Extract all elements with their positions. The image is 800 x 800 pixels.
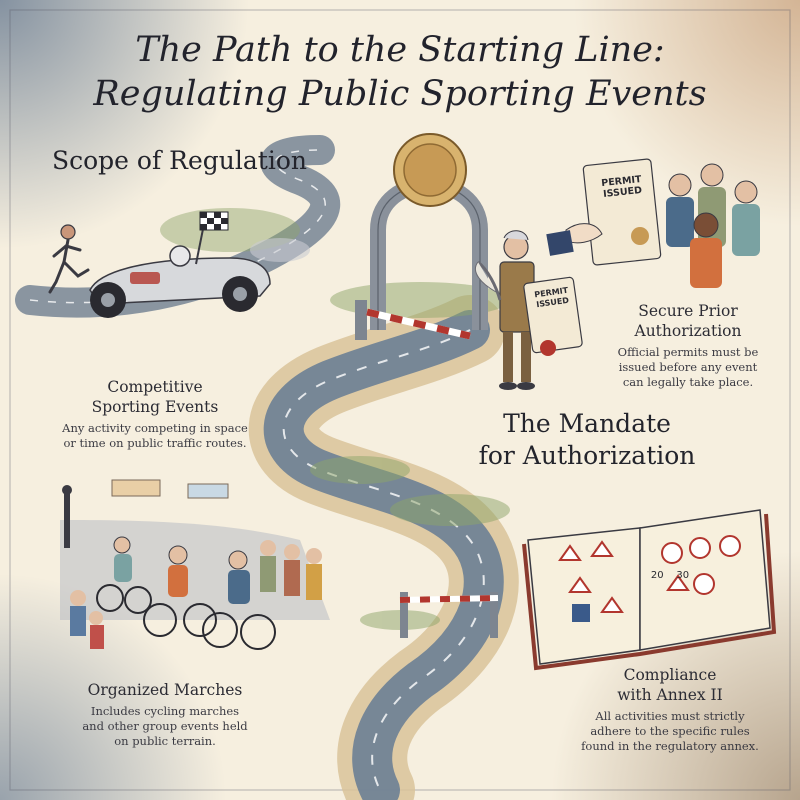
- road-sign-icon: [558, 535, 741, 622]
- authorization-heading-line2: Authorization: [634, 322, 742, 340]
- annex-heading-line1: Compliance: [623, 666, 717, 684]
- official-figure: [499, 230, 535, 390]
- competitive-heading: Competitive Sporting Events: [50, 377, 260, 417]
- marches-body-line1: Includes cycling marches: [90, 704, 240, 718]
- section-marches: Organized Marches Includes cycling march…: [50, 680, 280, 749]
- crowd-figures: [666, 163, 760, 288]
- checkered-flag-icon: [195, 211, 229, 265]
- permit-sign: [546, 158, 662, 266]
- page-title: The Path to the Starting Line: Regulatin…: [60, 28, 740, 116]
- marches-heading: Organized Marches: [87, 681, 243, 699]
- annex-body: All activities must strictly adhere to t…: [552, 709, 788, 754]
- authorization-heading: Secure Prior Authorization: [590, 301, 786, 341]
- competitive-heading-line1: Competitive: [107, 378, 203, 396]
- authorization-heading-line1: Secure Prior: [638, 302, 738, 320]
- annex-body-line1: All activities must strictly: [595, 709, 745, 723]
- mandate-line2: for Authorization: [478, 441, 696, 470]
- barrier-gate-bottom: [399, 592, 499, 638]
- marches-body-line2: and other group events held: [82, 719, 248, 733]
- authorization-body-line2: issued before any event: [618, 360, 758, 374]
- quill-icon: [474, 260, 502, 301]
- book-sign-labels: 20 30: [640, 570, 700, 581]
- competitive-body-line2: or time on public traffic routes.: [63, 436, 247, 450]
- wax-seal-icon: [631, 227, 649, 245]
- competitive-body: Any activity competing in space or time …: [50, 421, 260, 451]
- winding-road: [248, 295, 519, 800]
- competitive-body-line1: Any activity competing in space: [62, 421, 248, 435]
- mandate-line1: The Mandate: [503, 409, 671, 438]
- authorization-body: Official permits must be issued before a…: [590, 345, 786, 390]
- gold-seal-icon: [393, 133, 467, 207]
- title-line1: The Path to the Starting Line:: [135, 30, 665, 70]
- annex-body-line2: adhere to the specific rules: [590, 724, 750, 738]
- section-authorization: Secure Prior Authorization Official perm…: [590, 301, 786, 390]
- regulation-book: [522, 509, 777, 671]
- race-car: [89, 238, 310, 318]
- barrier-gate-top: [355, 300, 471, 340]
- book-sign-2: 30: [676, 570, 690, 581]
- marches-body: Includes cycling marches and other group…: [50, 704, 280, 749]
- book-sign-1: 20: [650, 570, 664, 581]
- section-annex: Compliance with Annex II All activities …: [552, 665, 788, 754]
- title-line2: Regulating Public Sporting Events: [93, 74, 707, 114]
- annex-body-line3: found in the regulatory annex.: [581, 739, 759, 753]
- mandate-heading: The Mandate for Authorization: [462, 408, 712, 472]
- authorization-body-line1: Official permits must be: [617, 345, 759, 359]
- permit-scroll: [523, 276, 583, 356]
- grass-patches: [310, 282, 510, 630]
- marches-body-line3: on public terrain.: [114, 734, 216, 748]
- competitive-heading-line2: Sporting Events: [91, 398, 219, 416]
- section-competitive: Competitive Sporting Events Any activity…: [50, 377, 260, 451]
- runner-figure: [48, 224, 90, 294]
- spectators: [260, 540, 322, 600]
- scope-heading: Scope of Regulation: [52, 146, 307, 175]
- authorization-body-line3: can legally take place.: [622, 375, 754, 389]
- annex-heading: Compliance with Annex II: [552, 665, 788, 705]
- cycling-march: [60, 479, 330, 650]
- annex-heading-line2: with Annex II: [617, 686, 723, 704]
